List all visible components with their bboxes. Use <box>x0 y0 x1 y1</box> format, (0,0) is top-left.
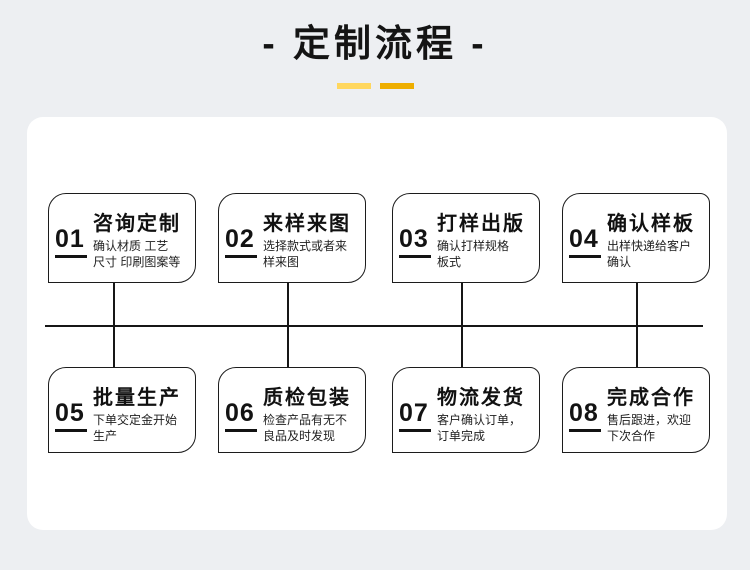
step-number-block: 08 <box>569 401 601 432</box>
step-number-underline <box>55 429 87 432</box>
step-description: 确认打样规格 板式 <box>437 239 510 269</box>
connector-vertical-line-1 <box>113 283 115 367</box>
step-box-08: 08 完成合作 售后跟进，欢迎 下次合作 <box>562 367 710 453</box>
step-box-01: 01 咨询定制 确认材质 工艺 尺寸 印刷图案等 <box>48 193 196 283</box>
title-accent-bars <box>0 83 750 89</box>
step-number: 05 <box>55 399 85 427</box>
step-number-underline <box>55 255 87 258</box>
accent-bar-dark <box>379 83 414 89</box>
step-number: 02 <box>225 225 255 253</box>
step-title: 来样来图 <box>263 213 351 235</box>
step-number: 06 <box>225 399 255 427</box>
connector-vertical-line-3 <box>461 283 463 367</box>
accent-bar-light <box>336 83 371 89</box>
step-number-block: 04 <box>569 227 601 258</box>
step-description: 检查产品有无不 良品及时发现 <box>263 413 348 443</box>
step-title: 咨询定制 <box>93 213 181 235</box>
step-description: 确认材质 工艺 尺寸 印刷图案等 <box>93 239 181 269</box>
flowchart-card <box>27 117 727 530</box>
step-number-block: 06 <box>225 401 257 432</box>
step-box-03: 03 打样出版 确认打样规格 板式 <box>392 193 540 283</box>
step-title: 批量生产 <box>93 387 181 409</box>
page-title: - 定制流程 - <box>262 23 488 64</box>
step-box-02: 02 来样来图 选择款式或者来 样来图 <box>218 193 366 283</box>
step-description: 下单交定金开始 生产 <box>93 413 178 443</box>
step-title: 打样出版 <box>437 213 525 235</box>
step-number-underline <box>569 255 601 258</box>
step-description: 客户确认订单， 订单完成 <box>437 413 522 443</box>
step-title: 质检包装 <box>263 387 351 409</box>
connector-vertical-line-2 <box>287 283 289 367</box>
connector-horizontal-line <box>45 325 703 327</box>
step-number: 08 <box>569 399 599 427</box>
step-number: 07 <box>399 399 429 427</box>
step-number: 03 <box>399 225 429 253</box>
step-number-underline <box>399 429 431 432</box>
step-number: 01 <box>55 225 85 253</box>
step-box-05: 05 批量生产 下单交定金开始 生产 <box>48 367 196 453</box>
step-number-block: 02 <box>225 227 257 258</box>
step-title: 完成合作 <box>607 387 695 409</box>
step-title: 确认样板 <box>607 213 695 235</box>
step-number-underline <box>569 429 601 432</box>
step-description: 出样快递给客户 确认 <box>607 239 692 269</box>
step-number-underline <box>399 255 431 258</box>
step-description: 选择款式或者来 样来图 <box>263 239 348 269</box>
step-number-underline <box>225 255 257 258</box>
step-box-04: 04 确认样板 出样快递给客户 确认 <box>562 193 710 283</box>
step-title: 物流发货 <box>437 387 525 409</box>
step-description: 售后跟进，欢迎 下次合作 <box>607 413 692 443</box>
step-box-06: 06 质检包装 检查产品有无不 良品及时发现 <box>218 367 366 453</box>
step-number-block: 01 <box>55 227 87 258</box>
step-number-underline <box>225 429 257 432</box>
step-number-block: 03 <box>399 227 431 258</box>
step-box-07: 07 物流发货 客户确认订单， 订单完成 <box>392 367 540 453</box>
step-number-block: 07 <box>399 401 431 432</box>
connector-vertical-line-4 <box>636 283 638 367</box>
step-number: 04 <box>569 225 599 253</box>
step-number-block: 05 <box>55 401 87 432</box>
